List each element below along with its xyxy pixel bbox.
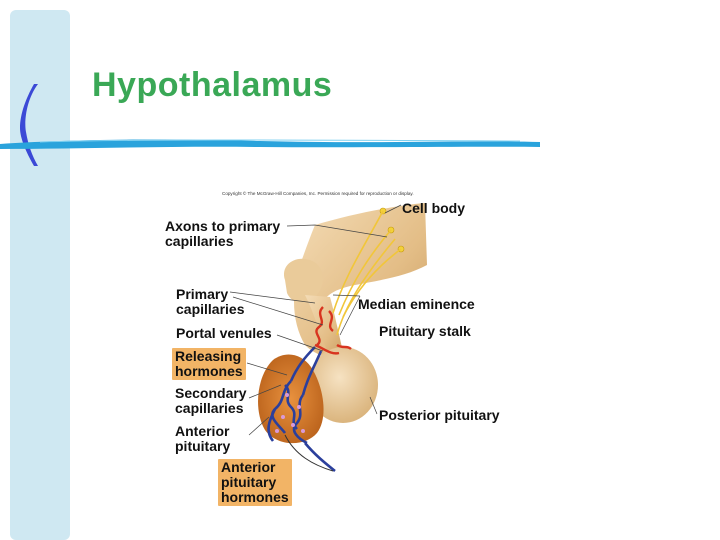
label-median-eminence: Median eminence [358,296,475,312]
secondary-capillaries [267,346,336,473]
title-underline-stroke [0,139,540,149]
label-apituitary-line2: pituitary [221,474,277,490]
pituitary-stalk [305,295,345,360]
label-anterior-line1: Anterior [175,423,230,439]
label-secondary-line1: Secondary [175,385,247,401]
label-axons-to-primary-capillaries: Axons to primary capillaries [165,219,280,249]
copyright-notice: Copyright © The McGraw-Hill Companies, I… [222,191,414,196]
label-releasing-hormones: Releasing hormones [172,348,246,380]
label-secondary-capillaries: Secondary capillaries [175,386,247,416]
releasing-hormone-dots [275,393,305,433]
page-title: Hypothalamus [92,66,333,104]
label-cell-body: Cell body [402,200,466,216]
label-releasing-line1: Releasing [175,348,242,364]
label-axons-line2: capillaries [165,233,234,249]
label-pituitary-stalk: Pituitary stalk [379,323,471,339]
sidebar-band [10,10,70,540]
hormone-outflow-arrow [284,434,334,472]
label-apituitary-line3: hormones [221,489,289,505]
label-apituitary-line1: Anterior [221,459,276,475]
label-primary-line1: Primary [176,286,229,302]
primary-capillaries [314,306,352,355]
label-anterior-pituitary-hormones: Anterior pituitary hormones [218,459,292,506]
label-anterior-line2: pituitary [175,438,231,454]
label-primary-capillaries: Primary capillaries [176,287,245,317]
label-anterior-pituitary: Anterior pituitary [175,424,230,454]
label-portal-venules: Portal venules [176,325,272,341]
label-releasing-line2: hormones [175,363,243,379]
label-primary-line2: capillaries [176,301,245,317]
label-posterior-pituitary: Posterior pituitary [379,407,500,423]
label-axons-line1: Axons to primary [165,218,281,234]
label-secondary-line2: capillaries [175,400,244,416]
posterior-pituitary [308,347,378,423]
axons [332,210,402,336]
pituitary-illustration [229,203,427,473]
infundibulum [284,258,323,303]
leader-lines [229,204,402,436]
